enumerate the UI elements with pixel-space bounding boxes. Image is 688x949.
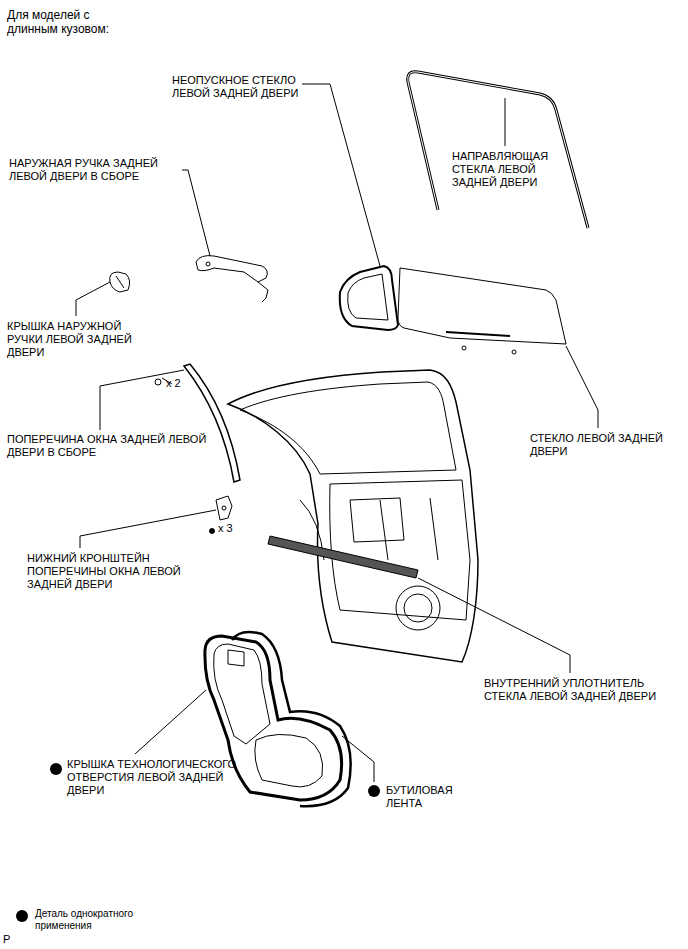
part-label: НЕОПУСКНОЕ СТЕКЛО ЛЕВОЙ ЗАДНЕЙ ДВЕРИ [172,74,312,100]
part-label: БУТИЛОВАЯ ЛЕНТА [386,784,471,810]
part-label: ВНУТРЕННИЙ УПЛОТНИТЕЛЬ СТЕКЛА ЛЕВОЙ ЗАДН… [484,677,679,703]
legend-text: Деталь однократного применения [35,908,160,932]
part-label: КРЫШКА НАРУЖНОЙ РУЧКИ ЛЕВОЙ ЗАДНЕЙ ДВЕРИ [7,320,139,359]
part-label: НАРУЖНАЯ РУЧКА ЗАДНЕЙ ЛЕВОЙ ДВЕРИ В СБОР… [9,157,179,183]
part-label: ПОПЕРЕЧИНА ОКНА ЗАДНЕЙ ЛЕВОЙ ДВЕРИ В СБО… [7,433,217,459]
legend-dot [16,910,28,922]
diagram-title: Для моделей с длинным кузовом: [7,8,142,36]
single-use-dot [368,785,380,797]
part-label: НИЖНИЙ КРОНШТЕЙН ПОПЕРЕЧИНЫ ОКНА ЛЕВОЙ З… [27,552,192,591]
figure-code: P [3,933,23,946]
quantity-label: x 3 [218,522,248,535]
single-use-dot [50,763,62,775]
quantity-label: x 2 [166,377,196,390]
part-label: НАПРАВЛЯЮЩАЯ СТЕКЛА ЛЕВОЙ ЗАДНЕЙ ДВЕРИ [452,150,552,189]
part-label: КРЫШКА ТЕХНОЛОГИЧЕСКОГО ОТВЕРСТИЯ ЛЕВОЙ … [67,758,247,797]
part-label: СТЕКЛО ЛЕВОЙ ЗАДНЕЙ ДВЕРИ [530,432,680,458]
